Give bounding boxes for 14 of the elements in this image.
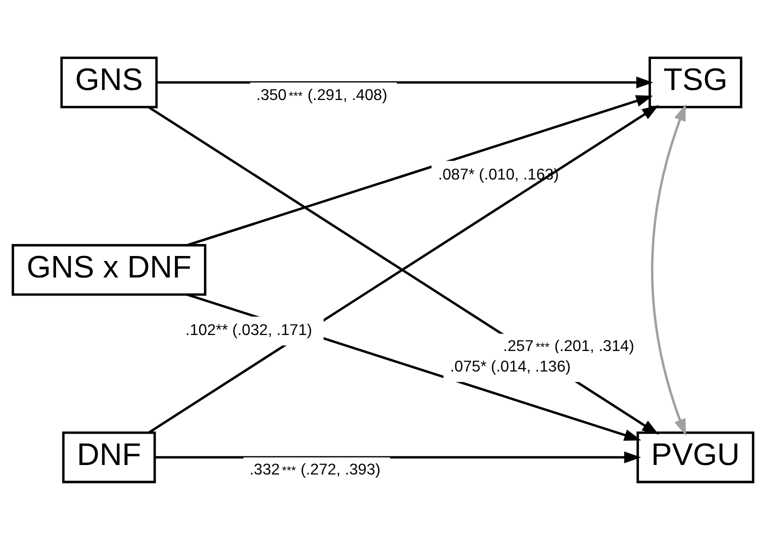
edge-label: .075* (.014, .136) [450, 358, 571, 376]
node-box: DNF [62, 432, 156, 484]
arrow [651, 104, 686, 436]
arrow [156, 76, 654, 88]
edge-label: .350*** (.291, .408) [256, 86, 388, 104]
node-box: GNS [60, 56, 158, 108]
node-box: PVGU [636, 432, 754, 484]
edge-label: .332*** (.272, .393) [249, 462, 380, 479]
node-box: TSG [648, 56, 742, 108]
edge-label: .102** (.032, .171) [185, 322, 312, 340]
edge-label: .257*** (.201, .314) [503, 338, 634, 356]
node-box: GNS x DNF [12, 244, 206, 296]
arrow [186, 95, 653, 246]
arrow [155, 451, 642, 464]
